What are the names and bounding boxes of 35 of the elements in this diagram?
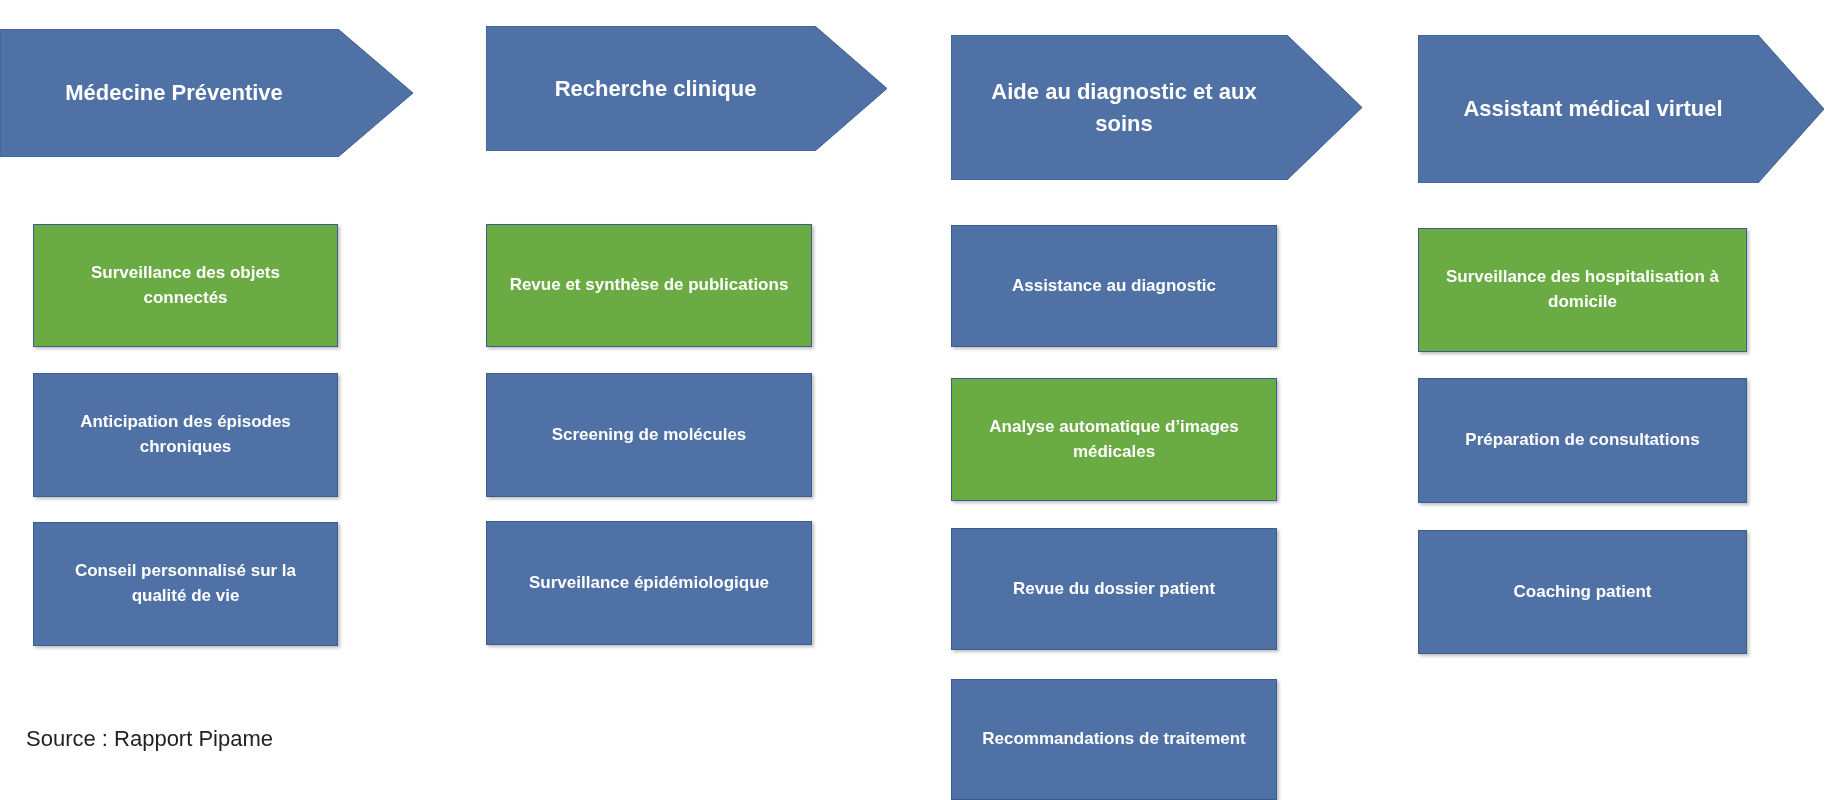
category-box [951, 679, 1277, 800]
chevron-banner [951, 35, 1362, 180]
category-box [951, 378, 1277, 501]
category-box [1418, 530, 1747, 654]
category-box [1418, 378, 1747, 503]
category-box [33, 373, 338, 497]
category-box [486, 521, 812, 645]
box-label: Coaching patient [1512, 580, 1653, 603]
banner-title: Aide au diagnostic et aux soins [990, 77, 1258, 138]
category-box [486, 224, 812, 347]
chevron-banner [486, 26, 887, 151]
box-label: Surveillance des objets connectés [90, 261, 281, 309]
banner-title: Recherche clinique [553, 74, 758, 103]
box-label: Analyse automatique d’images médicales [988, 415, 1240, 463]
category-box [951, 528, 1277, 650]
box-label: Recommandations de traitement [981, 728, 1247, 751]
category-box [951, 225, 1277, 347]
banner-title: Médecine Préventive [64, 79, 284, 108]
box-label: Assistance au diagnostic [1010, 274, 1218, 297]
box-label: Revue et synthèse de publications [508, 274, 790, 297]
banner-title: Assistant médical virtuel [1462, 95, 1724, 124]
source-note: Source : Rapport Pipame [26, 726, 274, 752]
box-label: Screening de molécules [550, 423, 748, 446]
category-box [33, 522, 338, 646]
box-label: Surveillance épidémiologique [528, 571, 770, 594]
box-label: Revue du dossier patient [1011, 577, 1217, 600]
box-label: Conseil personnalisé sur la qualité de vie [73, 560, 298, 607]
chevron-banner [1418, 35, 1824, 183]
category-box [486, 373, 812, 497]
category-box [1418, 228, 1747, 352]
box-label: Préparation de consultations [1464, 429, 1701, 452]
box-label: Anticipation des épisodes chroniques [79, 411, 292, 458]
box-label: Surveillance des hospitalisation à domicile [1444, 266, 1720, 313]
category-box [33, 224, 338, 347]
chevron-banner [0, 29, 413, 157]
